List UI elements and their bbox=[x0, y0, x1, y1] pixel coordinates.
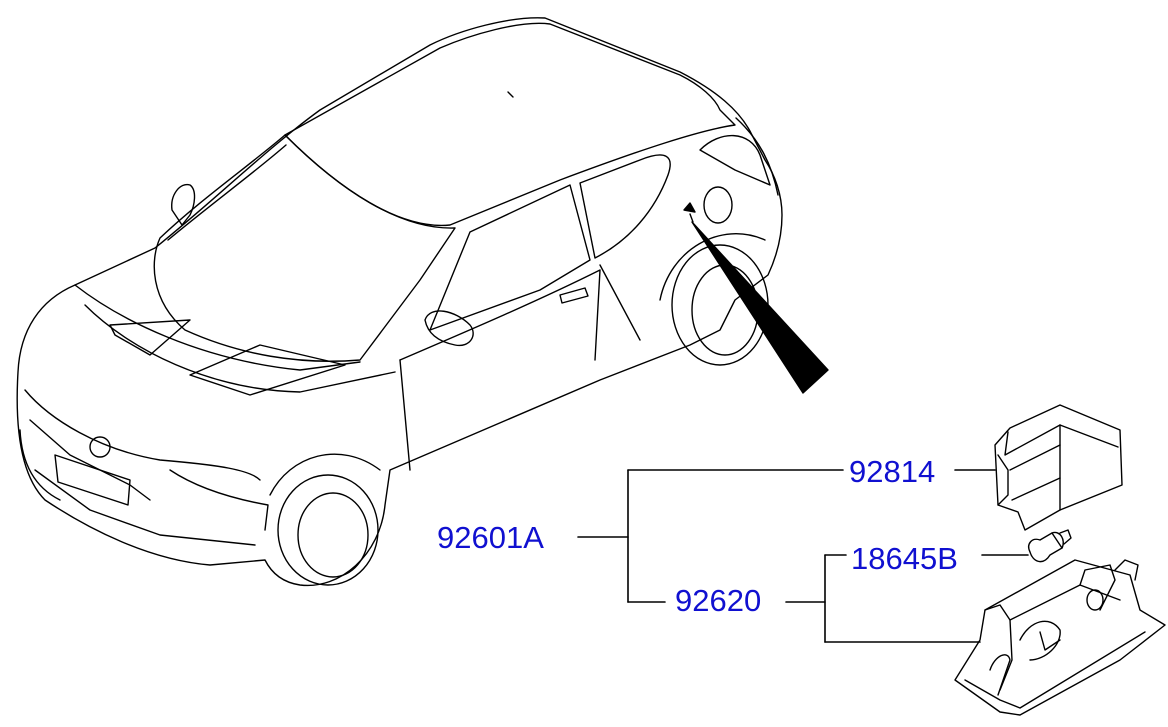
pointer-wedge bbox=[691, 221, 829, 394]
leader-lines bbox=[577, 469, 1029, 643]
part-number-assembly: 92601A bbox=[437, 520, 544, 555]
part-number-bulb: 18645B bbox=[851, 541, 958, 576]
bulb-part bbox=[1028, 529, 1072, 563]
part-number-cover: 92814 bbox=[849, 454, 936, 489]
car-illustration bbox=[16, 17, 783, 587]
housing-part bbox=[954, 559, 1166, 716]
cover-part bbox=[994, 404, 1123, 531]
part-number-housing: 92620 bbox=[675, 583, 762, 618]
